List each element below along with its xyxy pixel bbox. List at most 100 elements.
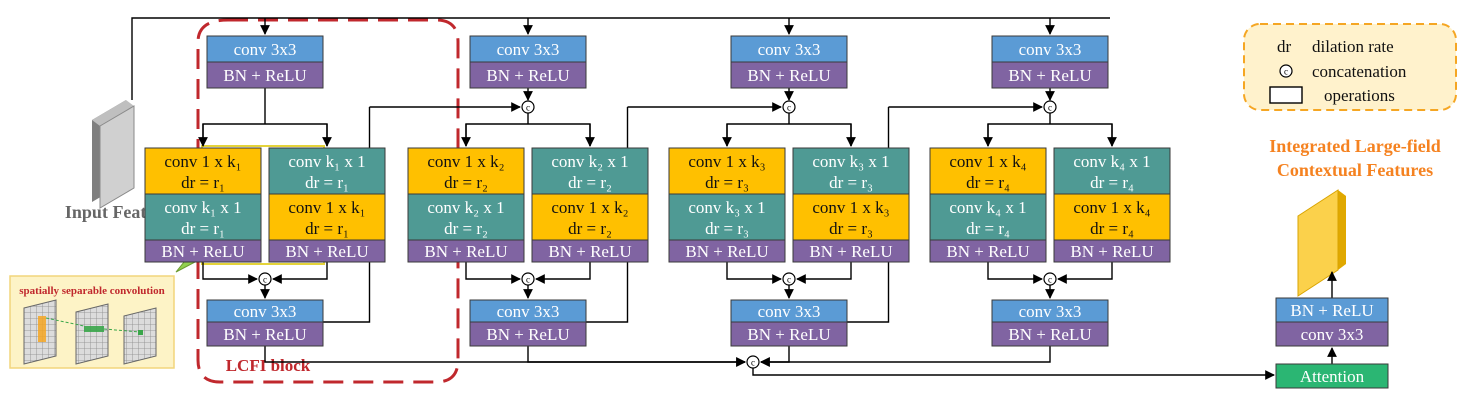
inset-title: spatially separable convolution xyxy=(19,285,164,297)
legend: dr dilation rate c concatenation operati… xyxy=(1243,23,1457,111)
right-sep-conv-b-1 xyxy=(268,193,386,241)
top-conv-label-1: conv 3x3 xyxy=(234,40,297,59)
block-out-4 xyxy=(760,346,1051,367)
top-bn-label-4: BN + ReLU xyxy=(1008,66,1091,85)
right-sep-conv-b-2 xyxy=(531,193,649,241)
final-to-attention xyxy=(752,368,1275,380)
right-conv-a-label-2: conv k₂ x 1 xyxy=(551,152,628,171)
right-conv-b-label-2: conv 1 x k₂ xyxy=(551,198,628,217)
bottom-conv-label-3: conv 3x3 xyxy=(758,302,821,321)
left-sep-conv-a-1 xyxy=(144,147,262,195)
merge-left-3 xyxy=(726,262,782,284)
concat-top-2-symbol: c xyxy=(526,103,530,113)
lcfi-block-outline xyxy=(196,18,460,384)
concat-mid-4-symbol: c xyxy=(1048,275,1052,285)
legend-ops-text: operations xyxy=(1324,86,1395,105)
attention-box xyxy=(1275,363,1389,389)
left-conv-b-dr-2: dr = r₂ xyxy=(444,219,488,238)
left-sep-conv-a-4 xyxy=(929,147,1047,195)
legend-concat-symbol: c xyxy=(1284,67,1288,77)
left-conv-b-label-2: conv k₂ x 1 xyxy=(427,198,504,217)
concat-mid-1-symbol: c xyxy=(263,275,267,285)
left-conv-a-dr-1: dr = r₁ xyxy=(181,173,225,192)
right-conv-a-dr-4: dr = r₄ xyxy=(1090,173,1134,192)
right-conv-b-dr-4: dr = r₄ xyxy=(1090,219,1134,238)
merge-left-1 xyxy=(202,262,258,284)
top-bn-4 xyxy=(991,61,1109,89)
split-line-4 xyxy=(987,123,1113,146)
input-feature-bus xyxy=(131,17,1110,100)
right-sep-conv-a-2 xyxy=(531,147,649,195)
legend-concat-text: concatenation xyxy=(1312,62,1407,81)
right-conv-a-dr-2: dr = r₂ xyxy=(568,173,612,192)
top-conv-1 xyxy=(206,35,324,63)
right-bn-label-1: BN + ReLU xyxy=(285,242,368,261)
left-conv-b-label-1: conv k₁ x 1 xyxy=(164,198,241,217)
left-conv-a-dr-3: dr = r₃ xyxy=(705,173,749,192)
bottom-bn-label-3: BN + ReLU xyxy=(747,325,830,344)
left-bn-label-2: BN + ReLU xyxy=(424,242,507,261)
block-out-1 xyxy=(264,346,746,367)
left-bn-label-1: BN + ReLU xyxy=(161,242,244,261)
right-sep-conv-a-1 xyxy=(268,147,386,195)
top-conv-2 xyxy=(469,35,587,63)
left-conv-a-dr-2: dr = r₂ xyxy=(444,173,488,192)
concat-top-3 xyxy=(782,100,796,114)
left-bn-label-4: BN + ReLU xyxy=(946,242,1029,261)
concat-mid-3 xyxy=(782,272,796,286)
block-out-3 xyxy=(760,346,790,367)
right-conv-a-label-4: conv k₄ x 1 xyxy=(1073,152,1150,171)
right-conv-b-dr-1: dr = r₁ xyxy=(305,219,349,238)
left-bn-label-3: BN + ReLU xyxy=(685,242,768,261)
top-bn-label-2: BN + ReLU xyxy=(486,66,569,85)
top-bn-3 xyxy=(730,61,848,89)
right-conv-a-label-3: conv k₃ x 1 xyxy=(812,152,889,171)
bottom-bn-3 xyxy=(730,321,848,347)
input-feature-map xyxy=(92,100,135,209)
separable-conv-inset: spatially separable convolution xyxy=(9,275,175,369)
right-bn-label-4: BN + ReLU xyxy=(1070,242,1153,261)
top-conv-label-3: conv 3x3 xyxy=(758,40,821,59)
concat-top-3-symbol: c xyxy=(787,103,791,113)
concat-mid-2-symbol: c xyxy=(526,275,530,285)
right-sep-conv-b-3 xyxy=(792,193,910,241)
lcfi-block-label: LCFI block xyxy=(226,356,311,375)
top-bn-label-1: BN + ReLU xyxy=(223,66,306,85)
left-conv-b-dr-4: dr = r₄ xyxy=(966,219,1010,238)
right-conv-b-label-1: conv 1 x k₁ xyxy=(288,198,365,217)
right-sep-conv-a-4 xyxy=(1053,147,1171,195)
merge-left-4 xyxy=(987,262,1043,284)
output-feature-map xyxy=(1297,189,1346,297)
output-title-line2: Contextual Features xyxy=(1277,160,1433,180)
top-bn-2 xyxy=(469,61,587,89)
left-bn-4 xyxy=(929,239,1047,263)
right-sep-conv-a-3 xyxy=(792,147,910,195)
right-conv-a-dr-3: dr = r₃ xyxy=(829,173,873,192)
right-conv-b-dr-2: dr = r₂ xyxy=(568,219,612,238)
right-conv-b-label-4: conv 1 x k₄ xyxy=(1073,198,1150,217)
left-sep-conv-b-2 xyxy=(407,193,525,241)
top-conv-label-2: conv 3x3 xyxy=(497,40,560,59)
bottom-bn-4 xyxy=(991,321,1109,347)
split-line-3 xyxy=(726,123,852,146)
top-bn-1 xyxy=(206,61,324,89)
head-bn-label: BN + ReLU xyxy=(1290,301,1373,320)
concat-top-4-symbol: c xyxy=(1048,103,1052,113)
right-conv-b-label-3: conv 1 x k₃ xyxy=(812,198,889,217)
bottom-bn-label-1: BN + ReLU xyxy=(223,325,306,344)
bottom-bn-1 xyxy=(206,321,324,347)
top-conv-4 xyxy=(991,35,1109,63)
merge-left-2 xyxy=(465,262,521,284)
attention-label: Attention xyxy=(1300,367,1365,386)
bottom-conv-label-2: conv 3x3 xyxy=(497,302,560,321)
legend-dr-text: dilation rate xyxy=(1312,37,1394,56)
left-conv-a-dr-4: dr = r₄ xyxy=(966,173,1010,192)
left-conv-a-label-1: conv 1 x k₁ xyxy=(164,152,241,171)
left-conv-a-label-3: conv 1 x k₃ xyxy=(688,152,765,171)
top-conv-3 xyxy=(730,35,848,63)
split-line-2 xyxy=(465,123,591,146)
block-out-2 xyxy=(527,346,746,367)
left-conv-b-label-3: conv k₃ x 1 xyxy=(688,198,765,217)
concat-mid-4 xyxy=(1043,272,1057,286)
